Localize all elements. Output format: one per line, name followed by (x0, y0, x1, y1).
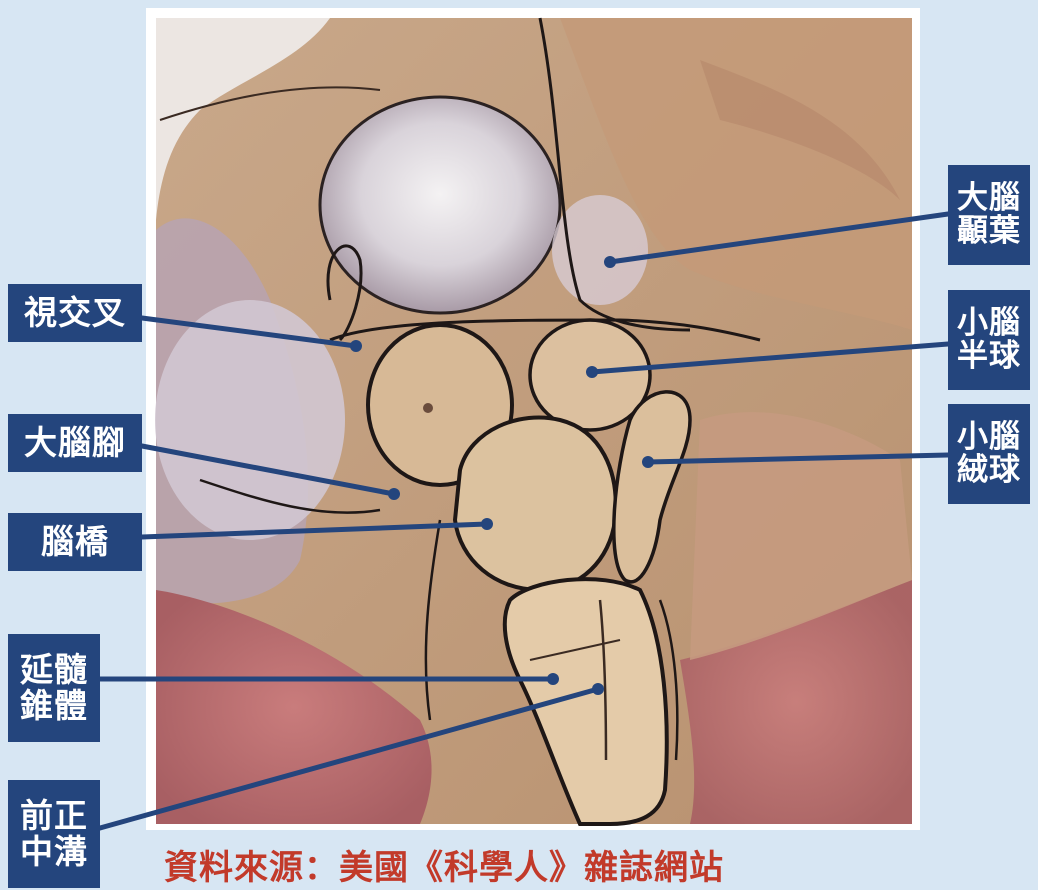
label-cerebellar-hemisphere-line2: 半球 (957, 340, 1021, 373)
white-lobe (320, 97, 560, 313)
label-temporal-lobe-line1: 大腦 (957, 182, 1021, 215)
point-medullary-pyramid (547, 673, 559, 685)
label-pons: 腦橋 (8, 513, 142, 571)
source-caption: 資料來源：美國《科學人》雜誌網站 (164, 840, 724, 889)
pons-shape (455, 417, 616, 590)
point-cerebral-peduncle (388, 488, 400, 500)
label-temporal-lobe: 大腦 顳葉 (948, 165, 1030, 265)
point-cerebellar-hemisphere (586, 366, 598, 378)
left-grey-lobe (155, 300, 345, 540)
label-optic-chiasm-text: 視交叉 (24, 295, 126, 331)
label-cerebral-peduncle-text: 大腦腳 (24, 425, 126, 461)
label-medullary-pyramid: 延髓 錐體 (8, 634, 100, 742)
point-temporal-lobe (604, 256, 616, 268)
label-pons-text: 腦橋 (41, 524, 109, 560)
point-flocculus (642, 456, 654, 468)
label-cerebellar-hemisphere-line1: 小腦 (957, 307, 1021, 340)
small-grey-lobe (552, 195, 648, 305)
label-cerebellar-hemisphere: 小腦 半球 (948, 290, 1030, 390)
label-optic-chiasm: 視交叉 (8, 284, 142, 342)
label-medullary-pyramid-line2: 錐體 (20, 688, 88, 724)
point-optic-chiasm (350, 340, 362, 352)
label-medullary-pyramid-line1: 延髓 (20, 652, 88, 688)
peduncle-dot (423, 403, 433, 413)
label-flocculus-line1: 小腦 (957, 421, 1021, 454)
label-flocculus: 小腦 絨球 (948, 404, 1030, 504)
label-cerebral-peduncle: 大腦腳 (8, 414, 142, 472)
label-flocculus-line2: 絨球 (957, 454, 1021, 487)
label-temporal-lobe-line2: 顳葉 (957, 215, 1021, 248)
point-pons (481, 518, 493, 530)
label-anterior-median-fissure-line2: 中溝 (20, 834, 88, 870)
point-anterior-median-fissure (592, 683, 604, 695)
label-anterior-median-fissure: 前正 中溝 (8, 780, 100, 888)
label-anterior-median-fissure-line1: 前正 (20, 798, 88, 834)
